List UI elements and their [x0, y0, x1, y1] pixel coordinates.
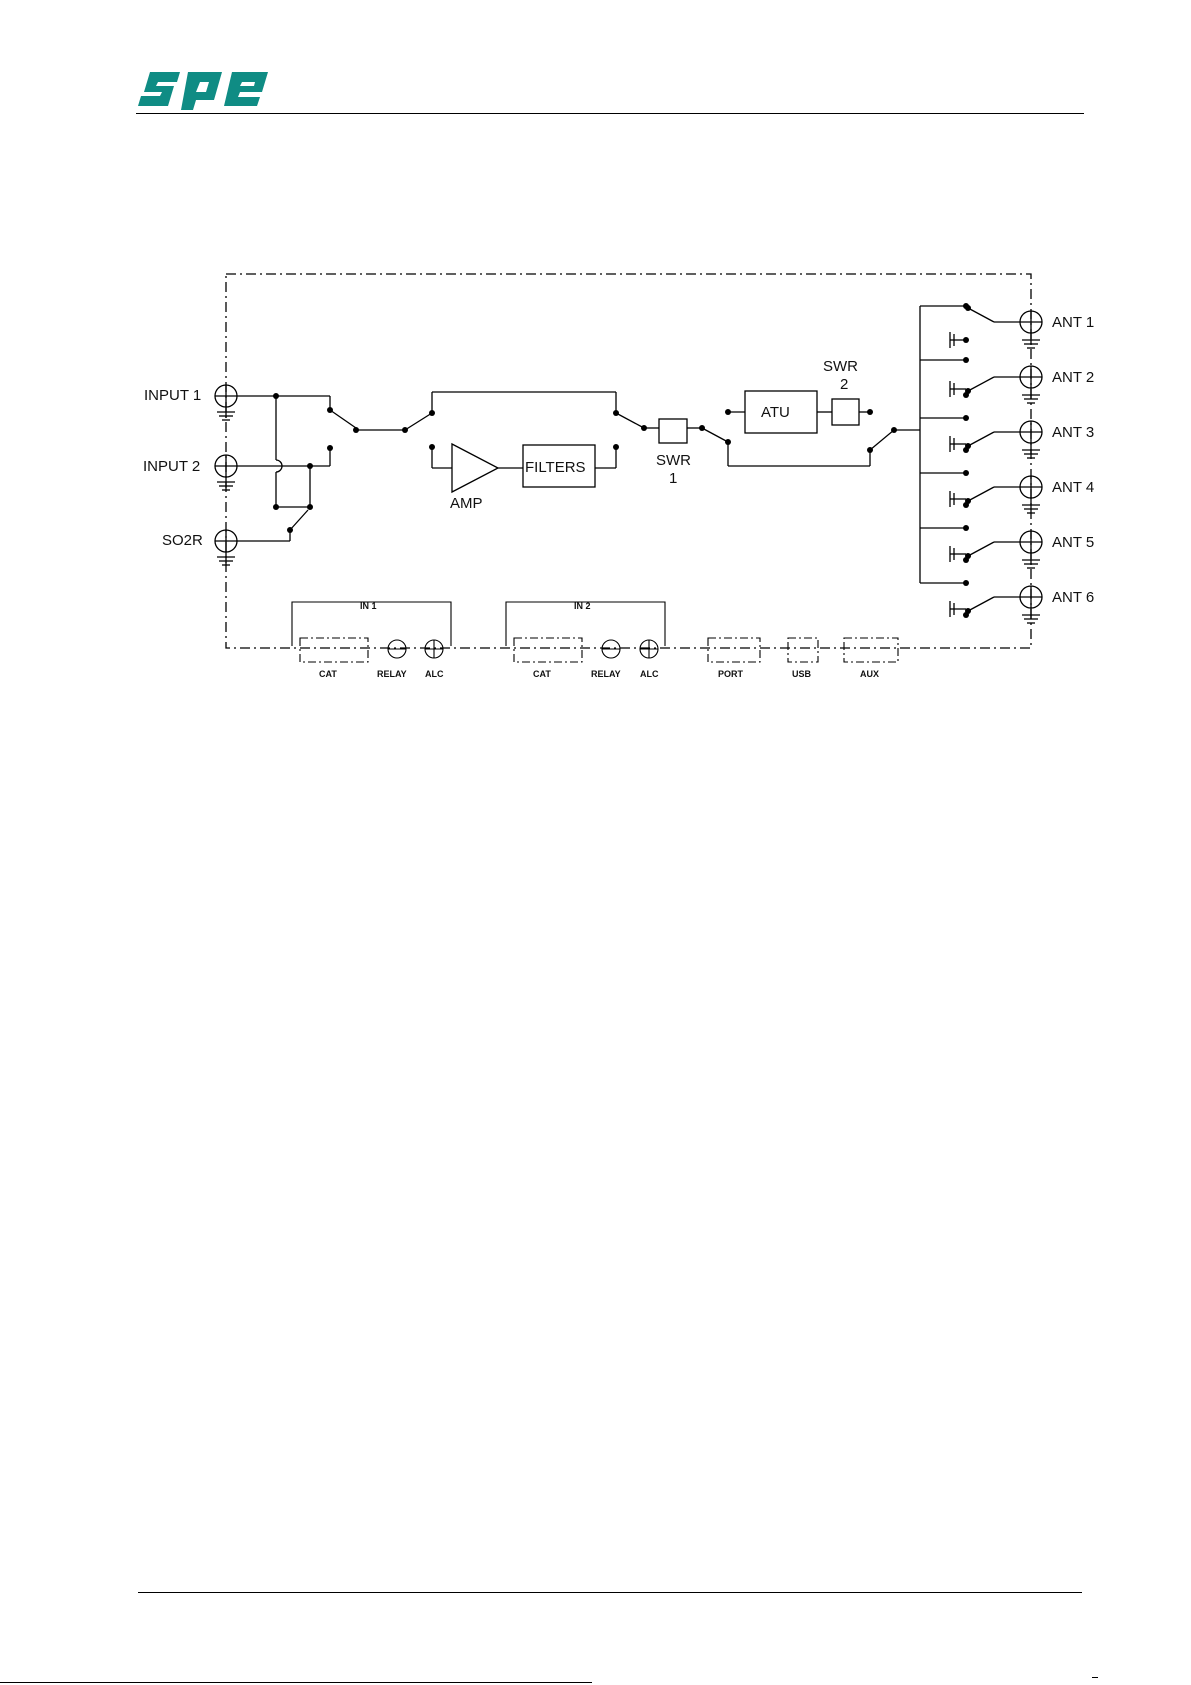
label-filters: FILTERS: [525, 459, 586, 476]
ant4-switch-blade: [968, 487, 994, 501]
input1-connector: [215, 385, 237, 420]
label-ant-5: ANT 5: [1052, 534, 1094, 551]
ant1-switch-blade: [968, 308, 994, 322]
label-in2: IN 2: [574, 601, 591, 611]
label-ant-2: ANT 2: [1052, 369, 1094, 386]
label-usb: USB: [792, 669, 812, 679]
label-in2-cat: CAT: [533, 669, 551, 679]
ant6-switch-blade: [968, 597, 994, 611]
label-swr1-num: 1: [669, 470, 677, 487]
label-in1-alc: ALC: [425, 669, 444, 679]
label-ant-1: ANT 1: [1052, 314, 1094, 331]
label-atu: ATU: [761, 404, 790, 421]
label-swr2: SWR: [823, 358, 858, 375]
label-input-1: INPUT 1: [144, 387, 201, 404]
label-input-2: INPUT 2: [143, 458, 200, 475]
label-in1-cat: CAT: [319, 669, 337, 679]
input2-connector: [215, 455, 237, 490]
label-so2r: SO2R: [162, 532, 203, 549]
label-ant-3: ANT 3: [1052, 424, 1094, 441]
ant3-switch-blade: [968, 432, 994, 446]
label-swr1: SWR: [656, 452, 691, 469]
label-in1-relay: RELAY: [377, 669, 407, 679]
page-edge-rule: [0, 1682, 592, 1683]
label-in2-relay: RELAY: [591, 669, 621, 679]
label-amp: AMP: [450, 495, 483, 512]
page-corner-mark: [1092, 1674, 1098, 1678]
ant2-switch-blade: [968, 377, 994, 391]
label-ant-4: ANT 4: [1052, 479, 1094, 496]
footer-rule: [138, 1592, 1082, 1593]
ant5-switch-blade: [968, 542, 994, 556]
label-port: PORT: [718, 669, 744, 679]
label-ant-6: ANT 6: [1052, 589, 1094, 606]
label-in1: IN 1: [360, 601, 377, 611]
so2r-connector: [215, 530, 237, 565]
label-swr2-num: 2: [840, 376, 848, 393]
label-aux: AUX: [860, 669, 879, 679]
label-in2-alc: ALC: [640, 669, 659, 679]
